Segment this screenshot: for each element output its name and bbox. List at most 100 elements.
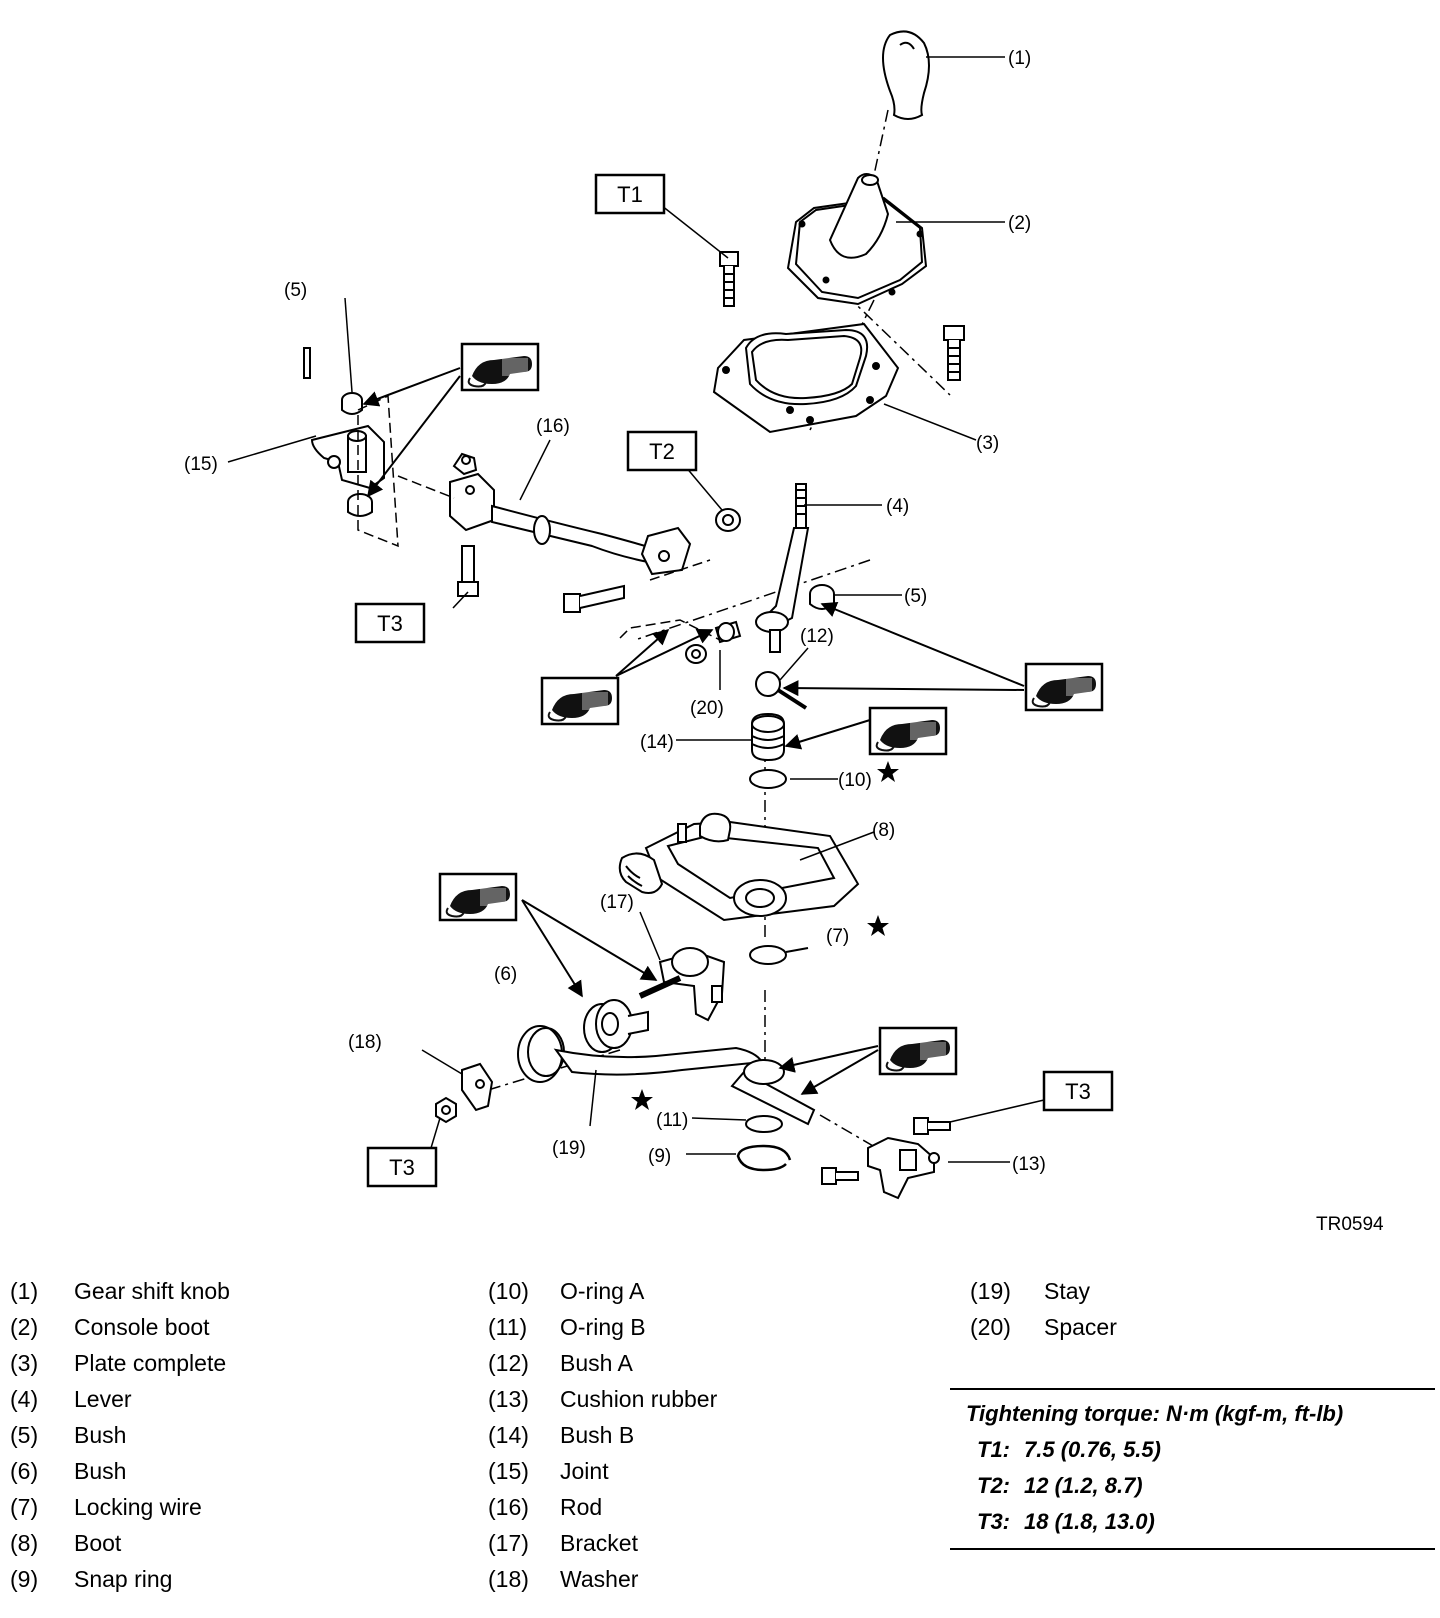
joint — [303, 347, 385, 490]
lever — [755, 483, 810, 653]
torque-value: 7.5 (0.76, 5.5) — [1024, 1437, 1161, 1462]
legend-item-number: (4) — [10, 1386, 39, 1412]
legend-item: (12) Bush A — [488, 1350, 717, 1386]
spacer — [685, 620, 742, 664]
legend-item-label: Rod — [560, 1494, 603, 1520]
legend-item-number: (11) — [488, 1314, 528, 1340]
legend-item-label: Bracket — [560, 1530, 638, 1556]
legend-item: (16) Rod — [488, 1494, 717, 1530]
grease-icon-lever — [1024, 662, 1104, 712]
grease-icon-spacer — [540, 676, 620, 726]
legend-item-label: Snap ring — [74, 1566, 173, 1592]
legend-item: (3)Plate complete — [10, 1350, 230, 1386]
plate-complete — [712, 322, 900, 434]
legend-item-label: Cushion rubber — [560, 1386, 718, 1412]
legend-item: (15)Joint — [488, 1458, 717, 1494]
console-boot — [786, 173, 928, 306]
stay — [517, 1025, 816, 1126]
legend-item: (2)Console boot — [10, 1314, 230, 1350]
legend-column-1: (1) Gear shift knob (2)Console boot(3)Plat… — [10, 1278, 230, 1602]
legend-item: (8)Boot — [10, 1530, 230, 1566]
callout-14: (14) — [640, 732, 674, 753]
callout-2: (2) — [1008, 213, 1031, 234]
legend-item-number: (15) — [488, 1458, 529, 1484]
callout-12: (12) — [800, 626, 834, 647]
bush-5-left — [341, 392, 373, 517]
bush-5-right — [809, 584, 835, 610]
legend-item-label: O-ring A — [560, 1278, 645, 1304]
legend-item-label: Locking wire — [74, 1494, 202, 1520]
legend-item-number: (20) — [970, 1314, 1011, 1340]
torque-row: T2: 12 (1.2, 8.7) — [950, 1468, 1435, 1504]
callout-19: (19) — [552, 1138, 586, 1159]
torque-label-t3-cushion: T3 — [1065, 1079, 1091, 1104]
torque-key: T2: — [977, 1473, 1010, 1498]
legend-item: (5)Bush — [10, 1422, 230, 1458]
snap-ring — [736, 1144, 792, 1172]
callout-labels: (1) (2) (3) (4) (5) (5) (15) (16) (12) (… — [184, 48, 1046, 1175]
torque-box-t3-rod — [354, 602, 426, 644]
torque-key: T3: — [977, 1509, 1010, 1534]
legend-item-label: Boot — [74, 1530, 122, 1556]
figure-reference: TR0594 — [1316, 1214, 1384, 1235]
legend-item-number: (1) — [10, 1278, 39, 1304]
legend-item: (20) Spacer — [970, 1314, 1117, 1350]
bolt-right — [943, 325, 965, 381]
legend-item-number: (6) — [10, 1458, 39, 1484]
legend-item-number: (16) — [488, 1494, 529, 1520]
bush-6 — [583, 999, 649, 1053]
legend-item: (18)Washer — [488, 1566, 717, 1602]
legend-item: (4) Lever — [10, 1386, 230, 1422]
legend-item: (14)Bush B — [488, 1422, 717, 1458]
star-icon-11 — [631, 1089, 653, 1110]
legend-item: (17) Bracket — [488, 1530, 717, 1566]
callout-6: (6) — [494, 964, 517, 985]
nut-t2 — [715, 508, 741, 532]
grease-icon-joint — [460, 342, 540, 392]
torque-value: 12 (1.2, 8.7) — [1024, 1473, 1143, 1498]
callout-7: (7) — [826, 926, 849, 947]
legend-item-label: Spacer — [1044, 1314, 1117, 1340]
torque-box-t2 — [626, 430, 698, 472]
callout-5-left: (5) — [284, 280, 307, 301]
bolt-t3-rod — [457, 545, 479, 597]
washer — [461, 1062, 494, 1112]
bolt-cushion-bottom — [821, 1167, 859, 1185]
legend-item-label: Bush A — [560, 1350, 633, 1376]
legend-item-label: Console boot — [74, 1314, 210, 1340]
legend-item-label: Lever — [74, 1386, 132, 1412]
torque-table: Tightening torque: N·m (kgf-m, ft-lb) T1… — [950, 1388, 1435, 1550]
legend-item-number: (12) — [488, 1350, 529, 1376]
legend-item-number: (17) — [488, 1530, 529, 1556]
bracket — [638, 947, 726, 1022]
torque-row: T3:18 (1.8, 13.0) — [950, 1504, 1435, 1540]
cushion-rubber — [867, 1136, 940, 1200]
legend-item-label: Washer — [560, 1566, 639, 1592]
legend-item: (7)Locking wire — [10, 1494, 230, 1530]
bolt-rod — [563, 584, 625, 613]
torque-key: T1: — [977, 1437, 1010, 1462]
callout-9: (9) — [648, 1146, 671, 1167]
boot — [618, 812, 860, 922]
legend-item-number: (3) — [10, 1350, 39, 1376]
legend-item-label: Bush — [74, 1458, 127, 1484]
leader-lines — [227, 56, 1045, 1163]
callout-10: (10) — [838, 770, 872, 791]
callout-8: (8) — [872, 820, 895, 841]
legend-item-number: (19) — [970, 1278, 1011, 1304]
callout-17: (17) — [600, 892, 634, 913]
gear-shift-knob — [882, 30, 930, 120]
legend-item: (13)Cushion rubber — [488, 1386, 717, 1422]
legend-item: (11)O-ring B — [488, 1314, 717, 1350]
legend-item: (1) Gear shift knob — [10, 1278, 230, 1314]
callout-4: (4) — [886, 496, 909, 517]
rod-dashed-box — [397, 475, 721, 641]
torque-row: T1: 7.5 (0.76, 5.5) — [950, 1432, 1435, 1468]
legend-item: (10)O-ring A — [488, 1278, 717, 1314]
legend-item-label: Gear shift knob — [74, 1278, 230, 1304]
locking-wire — [749, 945, 809, 965]
grease-arrows — [362, 367, 1025, 1095]
callout-18: (18) — [348, 1032, 382, 1053]
legend-column-3: (19)Stay(20)Spacer — [970, 1278, 1117, 1350]
grease-icon-bracket — [438, 872, 518, 922]
